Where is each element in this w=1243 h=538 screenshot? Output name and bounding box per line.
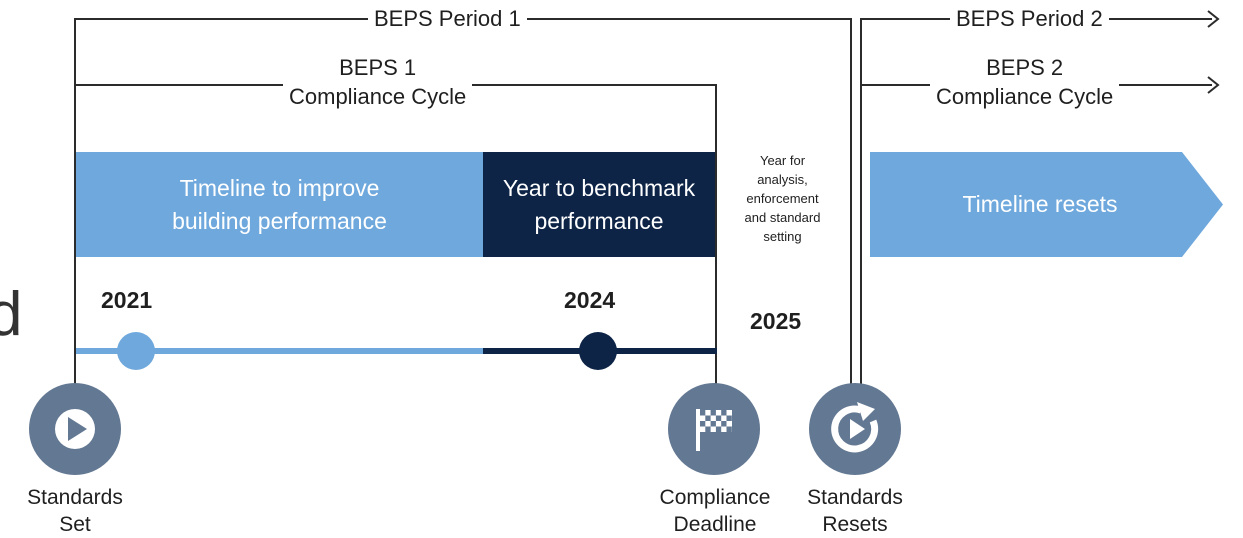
cycle1-right-leg (715, 84, 717, 384)
marker-2021 (117, 332, 155, 370)
resets-band (870, 152, 1223, 257)
compliance-deadline-caption-line2: Deadline (673, 513, 757, 536)
standards-resets-icon (809, 383, 901, 475)
benchmark-band-line1: Year to benchmark (502, 174, 696, 201)
standards-set-icon (29, 383, 121, 475)
cycle2-arrow-icon (1207, 76, 1220, 94)
period2-left-leg (860, 18, 862, 388)
improve-band: Timeline to improve building performance (76, 152, 483, 257)
cycle2-label-line1: BEPS 2 (986, 55, 1064, 80)
analysis-note-line1: Year for (759, 153, 806, 168)
play-icon (55, 409, 95, 449)
timeline-light-segment (76, 348, 483, 354)
analysis-note-line4: and standard (744, 210, 821, 225)
analysis-note-line2: analysis, (757, 172, 808, 187)
compliance-deadline-caption: Compliance Deadline (640, 484, 790, 538)
standards-set-caption: Standards Set (10, 484, 140, 538)
standards-resets-caption-line2: Resets (822, 513, 888, 536)
compliance-deadline-caption-line1: Compliance (659, 486, 771, 509)
improve-band-line1: Timeline to improve (179, 174, 380, 201)
period1-label: BEPS Period 1 (368, 5, 527, 33)
checkered-flag-icon (696, 409, 732, 451)
resets-band-label: Timeline resets (962, 191, 1118, 217)
cycle2-label-line2: Compliance Cycle (936, 84, 1114, 109)
year-2025: 2025 (750, 308, 802, 334)
stray-letter: d (0, 280, 23, 349)
cycle2-label: BEPS 2 Compliance Cycle (930, 53, 1120, 111)
cycle1-label-line1: BEPS 1 (339, 55, 417, 80)
period2-arrow-icon (1207, 10, 1220, 28)
benchmark-band-line2: performance (534, 207, 664, 234)
analysis-note-line3: enforcement (746, 191, 819, 206)
analysis-note: Year for analysis, enforcement and stand… (725, 151, 840, 246)
year-2021: 2021 (101, 287, 153, 313)
period1-left-leg (74, 18, 76, 388)
compliance-deadline-icon (668, 383, 760, 475)
standards-resets-caption: Standards Resets (790, 484, 920, 538)
year-2024: 2024 (564, 287, 616, 313)
improve-band-line2: building performance (172, 207, 387, 234)
reset-icon (831, 402, 879, 453)
marker-2024 (579, 332, 617, 370)
benchmark-band: Year to benchmark performance (483, 152, 715, 257)
cycle1-label: BEPS 1 Compliance Cycle (283, 53, 473, 111)
standards-set-caption-line1: Standards (27, 486, 123, 509)
standards-set-caption-line2: Set (59, 513, 91, 536)
period1-right-leg (850, 18, 852, 390)
cycle1-label-line2: Compliance Cycle (289, 84, 467, 109)
analysis-note-line5: setting (763, 229, 802, 244)
period2-label: BEPS Period 2 (950, 5, 1109, 33)
standards-resets-caption-line1: Standards (807, 486, 903, 509)
